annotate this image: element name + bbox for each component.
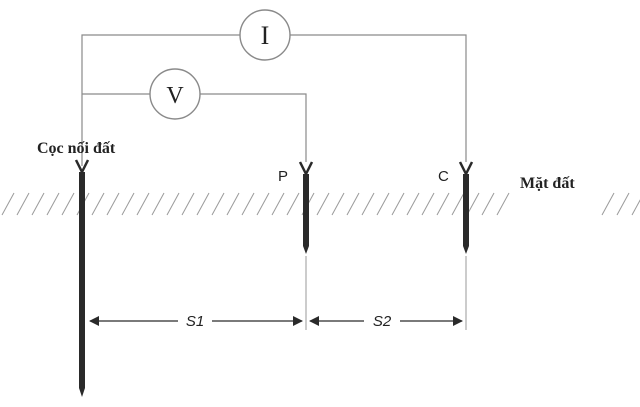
ground-hatch-stroke	[61, 192, 75, 216]
ground-surface-label: Mặt đất	[520, 175, 575, 192]
ground-hatch-stroke	[16, 192, 30, 216]
ground-hatch-stroke	[481, 192, 495, 216]
ground-hatch-stroke	[361, 192, 375, 216]
ground-hatch	[1, 192, 640, 216]
ground-hatch-stroke	[121, 192, 135, 216]
ground-hatch-stroke	[256, 192, 270, 216]
probe-p-body	[303, 174, 309, 254]
ground-hatch-stroke	[91, 192, 105, 216]
probe-c-rod	[458, 161, 474, 254]
ground-hatch-stroke	[1, 192, 15, 216]
probe-p-label: P	[278, 168, 288, 185]
ground-hatch-stroke	[46, 192, 60, 216]
voltmeter-label: V	[166, 83, 184, 109]
ground-hatch-stroke	[601, 192, 615, 216]
ground-hatch-stroke	[331, 192, 345, 216]
ground-hatch-stroke	[406, 192, 420, 216]
ground-hatch-stroke	[616, 192, 630, 216]
ground-hatch-stroke	[316, 192, 330, 216]
ground-hatch-stroke	[376, 192, 390, 216]
ground-hatch-stroke	[211, 192, 225, 216]
ground-hatch-stroke	[181, 192, 195, 216]
ground-rod-body	[79, 172, 85, 397]
probe-c-body	[463, 174, 469, 254]
probe-c-clamp	[458, 161, 474, 177]
dimension-s2-label: S2	[373, 313, 392, 330]
ground-hatch-stroke	[271, 192, 285, 216]
ground-hatch-stroke	[346, 192, 360, 216]
probe-p-clamp	[298, 161, 314, 177]
ground-rod-label: Cọc nối đất	[37, 140, 116, 157]
ground-hatch-stroke	[31, 192, 45, 216]
current-circuit-wires	[81, 34, 467, 166]
voltage-circuit-wires	[82, 93, 307, 162]
dimension-extension-lines	[305, 256, 467, 330]
probe-p-rod	[298, 161, 314, 254]
ground-hatch-stroke	[391, 192, 405, 216]
probe-c-label: C	[438, 168, 449, 185]
ammeter: I	[239, 9, 291, 61]
ground-hatch-stroke	[106, 192, 120, 216]
ground-hatch-stroke	[496, 192, 510, 216]
dimension-s1-label: S1	[186, 313, 204, 330]
ground-hatch-stroke	[421, 192, 435, 216]
ground-hatch-stroke	[196, 192, 210, 216]
ground-hatch-stroke	[136, 192, 150, 216]
ground-rod	[74, 159, 90, 397]
ground-hatch-stroke	[241, 192, 255, 216]
ground-hatch-stroke	[631, 199, 640, 216]
ground-hatch-stroke	[451, 192, 465, 216]
ammeter-circle	[239, 9, 291, 61]
ground-hatch-stroke	[436, 192, 450, 216]
voltmeter-circle	[149, 68, 201, 120]
ground-hatch-stroke	[286, 192, 300, 216]
voltmeter: V	[149, 68, 201, 120]
dimension-s2-label-bg	[364, 311, 400, 329]
ground-hatch-stroke	[166, 192, 180, 216]
dimension-s1: S1	[89, 311, 303, 330]
ground-hatch-stroke	[226, 192, 240, 216]
dimension-s1-label-bg	[178, 311, 212, 329]
ground-hatch-stroke	[151, 192, 165, 216]
dimension-s2: S2	[309, 311, 463, 330]
ammeter-label: I	[261, 21, 270, 50]
